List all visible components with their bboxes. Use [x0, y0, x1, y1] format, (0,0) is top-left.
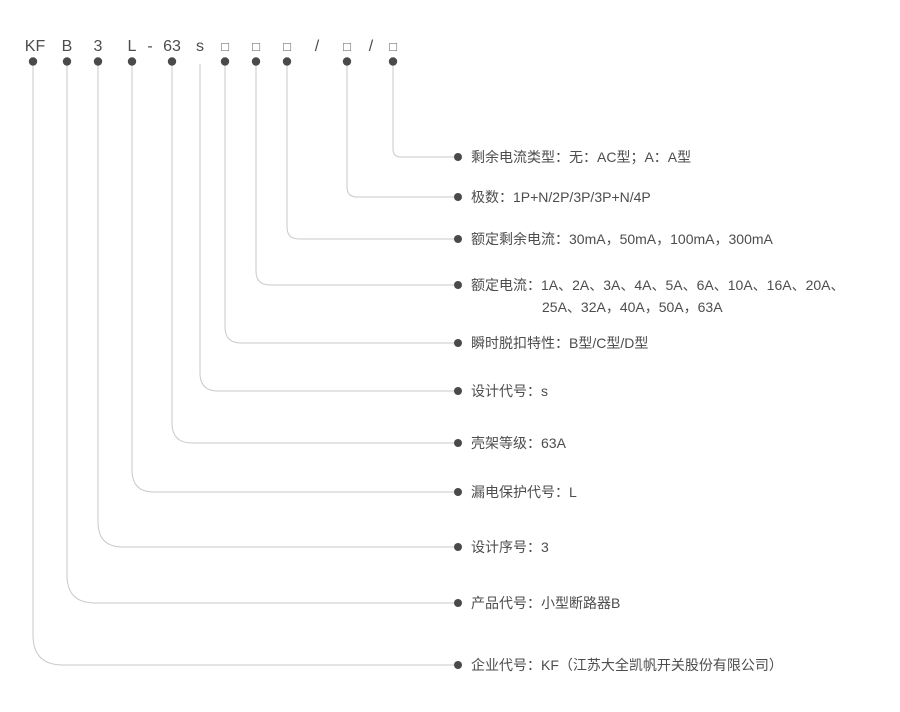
- legend-item-leakage-protection-code: 漏电保护代号：L: [454, 481, 577, 503]
- legend-item-label: 企业代号：KF（江苏大全凯帆开关股份有限公司）: [471, 657, 783, 673]
- legend-item-frame-level: 壳架等级：63A: [454, 432, 566, 454]
- code-dot-box-4: [342, 57, 352, 66]
- connector-line-rated-residual-current: [286, 65, 455, 240]
- code-token-s: s: [196, 38, 204, 55]
- legend-item-rated-current-line2: 25A、32A，40A，50A，63A: [542, 299, 723, 315]
- legend-item-label: 瞬时脱扣特性：B型/C型/D型: [471, 335, 649, 351]
- legend-item-design-serial: 设计序号：3: [454, 536, 549, 558]
- code-dot-box-5: [388, 57, 398, 66]
- connector-line-instantaneous-trip: [224, 65, 455, 344]
- code-dot-3: [93, 57, 103, 66]
- legend-item-design-code: 设计代号：s: [454, 380, 548, 402]
- legend-item-label: 剩余电流类型：无：AC型；A：A型: [471, 149, 692, 165]
- legend-item-label: 额定电流：1A、2A、3A、4A、5A、6A、10A、16A、20A、: [471, 277, 845, 293]
- legend-item-label: 极数：1P+N/2P/3P/3P+N/4P: [471, 189, 651, 205]
- code-dot-box-3: [282, 57, 292, 66]
- bullet-icon: [454, 235, 462, 243]
- code-token-l: L: [127, 38, 137, 55]
- connector-line-product-code: [66, 65, 455, 604]
- connector-line-design-serial: [97, 65, 455, 548]
- code-token-kf: KF: [24, 38, 46, 55]
- code-token-box-icon-5: □: [389, 39, 397, 54]
- bullet-icon: [454, 661, 462, 669]
- code-token-slash-1: /: [314, 38, 320, 55]
- code-token-box-icon-2: □: [252, 39, 260, 54]
- legend-item-label: 壳架等级：63A: [471, 435, 566, 451]
- bullet-icon: [454, 599, 462, 607]
- legend-item-poles: 极数：1P+N/2P/3P/3P+N/4P: [454, 186, 651, 208]
- bullet-icon: [454, 387, 462, 395]
- code-token-63: 63: [163, 38, 181, 55]
- bullet-icon: [454, 439, 462, 447]
- connector-line-rated-current: [255, 65, 455, 286]
- legend-item-label: 漏电保护代号：L: [471, 484, 577, 500]
- connector-line-company-code: [32, 65, 455, 666]
- legend-item-rated-residual-current: 额定剩余电流：30mA，50mA，100mA，300mA: [454, 228, 773, 250]
- code-dot-63: [167, 57, 177, 66]
- connector-line-design-code: [199, 64, 455, 392]
- code-dot-b: [62, 57, 72, 66]
- code-dot-kf: [28, 57, 38, 66]
- code-token-box-icon-4: □: [343, 39, 351, 54]
- legend-item-label: 设计代号：s: [471, 383, 548, 399]
- legend-item-label: 设计序号：3: [471, 539, 549, 555]
- bullet-icon: [454, 339, 462, 347]
- code-token-box-icon-3: □: [283, 39, 291, 54]
- code-dot-box-2: [251, 57, 261, 66]
- connector-line-leakage-protection-code: [131, 65, 455, 493]
- code-token-hyphen: -: [147, 38, 153, 55]
- bullet-icon: [454, 193, 462, 201]
- code-token-3: 3: [93, 38, 103, 55]
- connector-line-residual-current-type: [392, 65, 455, 158]
- code-token-slash-2: /: [368, 38, 374, 55]
- connector-line-frame-level: [171, 65, 455, 444]
- code-dot-l: [127, 57, 137, 66]
- legend-item-residual-current-type: 剩余电流类型：无：AC型；A：A型: [454, 146, 691, 168]
- bullet-icon: [454, 543, 462, 551]
- legend-item-product-code: 产品代号：小型断路器B: [454, 592, 620, 614]
- code-token-b: B: [61, 38, 73, 55]
- bullet-icon: [454, 488, 462, 496]
- code-token-box-icon-1: □: [221, 39, 229, 54]
- legend-item-rated-current: 额定电流：1A、2A、3A、4A、5A、6A、10A、16A、20A、: [454, 274, 844, 296]
- legend-item-label: 额定剩余电流：30mA，50mA，100mA，300mA: [471, 231, 773, 247]
- connector-line-poles: [346, 65, 455, 198]
- code-dot-box-1: [220, 57, 230, 66]
- bullet-icon: [454, 153, 462, 161]
- bullet-icon: [454, 281, 462, 289]
- legend-item-instantaneous-trip: 瞬时脱扣特性：B型/C型/D型: [454, 332, 648, 354]
- legend-item-label: 产品代号：小型断路器B: [471, 595, 621, 611]
- legend-item-company-code: 企业代号：KF（江苏大全凯帆开关股份有限公司）: [454, 654, 783, 676]
